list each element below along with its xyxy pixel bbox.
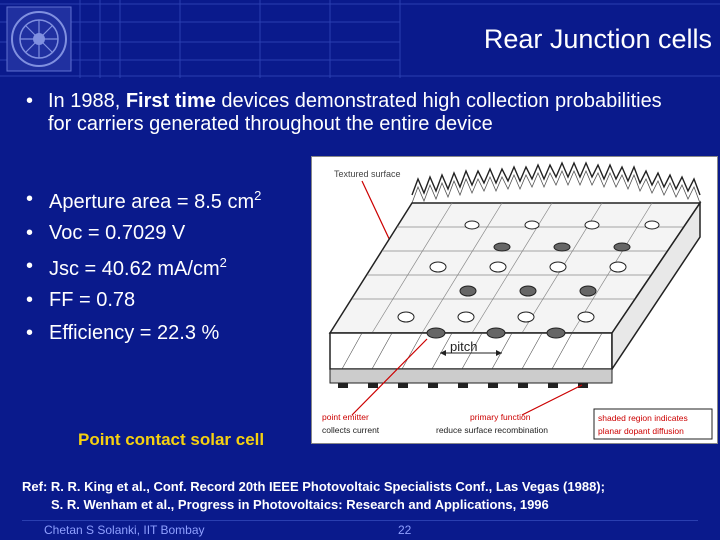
label-point-emitter: point emitter <box>322 412 369 422</box>
footer-divider <box>22 520 698 521</box>
intro-bullet: • In 1988, First time devices demonstrat… <box>26 90 686 136</box>
bullet-marker: • <box>26 188 34 210</box>
label-collects-current: collects current <box>322 425 380 435</box>
bullet-marker: • <box>26 288 34 311</box>
textured-surface-shadow <box>411 169 701 204</box>
bullet-marker: • <box>26 90 34 112</box>
voc-value: Voc = 0.7029 V <box>49 221 186 244</box>
reference-1: Ref: R. R. King et al., Conf. Record 20t… <box>22 479 605 494</box>
label-planar-dopant: planar dopant diffusion <box>598 426 684 436</box>
point-contacts-open <box>397 220 660 323</box>
jsc-value: Jsc = 40.62 mA/cm2 <box>49 255 227 280</box>
pointer-line <box>351 338 428 416</box>
label-textured-surface: Textured surface <box>334 169 401 179</box>
pointer-line <box>521 384 583 416</box>
textured-surface-zigzag <box>411 161 701 196</box>
intro-prefix: In 1988, <box>48 90 126 112</box>
iit-bombay-logo-icon <box>6 6 72 72</box>
bullet-marker: • <box>26 322 34 344</box>
bullet-marker: • <box>26 255 34 277</box>
pitch-arrow-right <box>496 350 502 356</box>
efficiency-value: Efficiency = 22.3 % <box>49 322 220 344</box>
reference-2: S. R. Wenham et al., Progress in Photovo… <box>51 497 549 512</box>
front-hatching <box>341 332 603 370</box>
legend-box <box>593 408 713 440</box>
intro-text: In 1988, First time devices demonstrated… <box>48 90 686 136</box>
rear-metal-layer <box>329 368 613 384</box>
rear-contact-teeth <box>338 383 588 388</box>
pitch-arrow-left <box>440 350 446 356</box>
aperture-area: Aperture area = 8.5 cm2 <box>49 188 262 213</box>
cell-side-face <box>611 200 701 372</box>
label-pitch: pitch <box>450 339 477 354</box>
label-shaded-region: shaded region indicates <box>598 413 688 423</box>
slide-title: Rear Junction cells <box>483 24 712 54</box>
figure-caption: Point contact solar cell <box>78 430 265 449</box>
intro-rest: devices demonstrated high collection pro… <box>48 90 662 135</box>
ff-value: FF = 0.78 <box>49 288 136 311</box>
point-contacts-filled <box>426 242 631 339</box>
point-contact-cell-diagram: Textured surface hν <box>311 156 718 444</box>
label-primary-function: primary function <box>470 412 531 422</box>
footer-author: Chetan S Solanki, IIT Bombay <box>44 523 205 537</box>
intro-bold: First time <box>125 90 216 112</box>
references: Ref: R. R. King et al., Conf. Record 20t… <box>22 478 605 514</box>
bullet-marker: • <box>26 221 34 244</box>
label-reduce-recombination: reduce surface recombination <box>436 425 548 435</box>
page-number: 22 <box>398 523 412 537</box>
